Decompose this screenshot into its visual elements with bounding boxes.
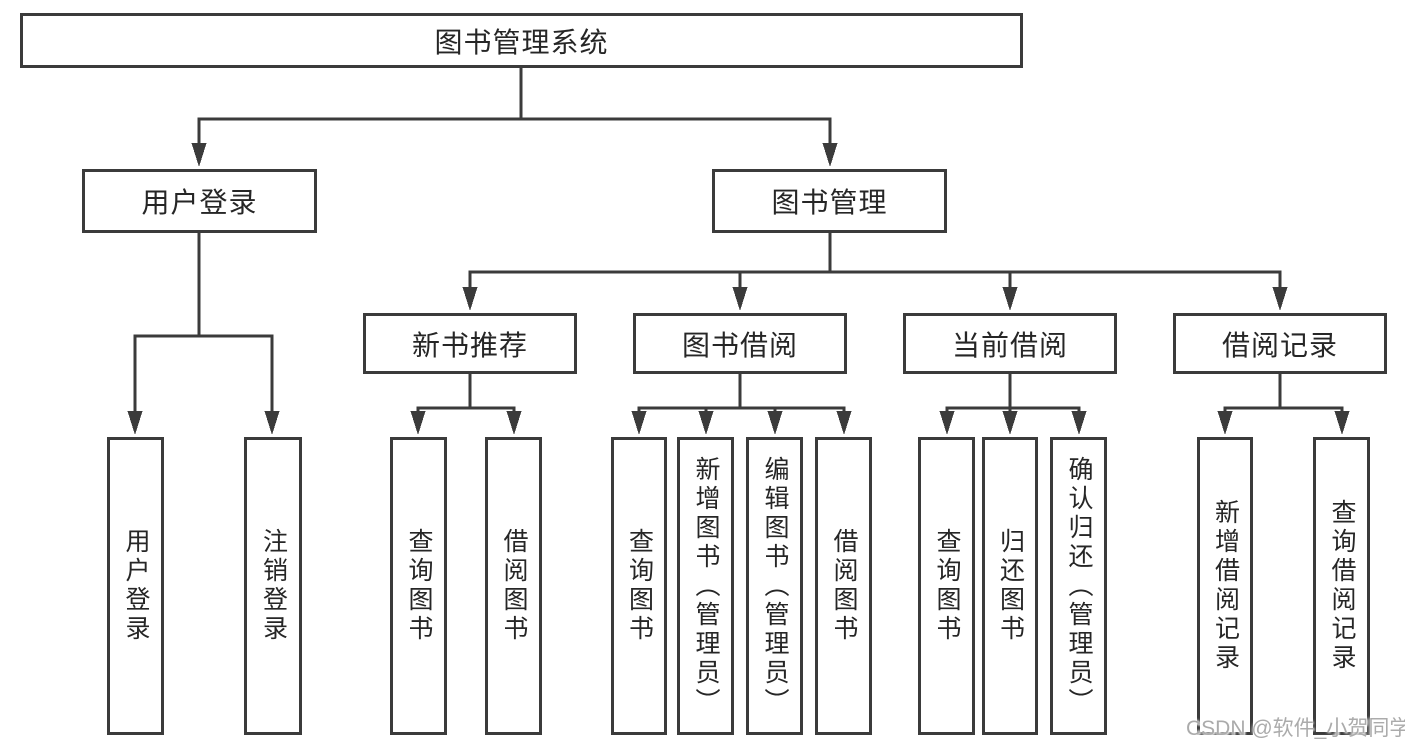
watermark: CSDN @软件_小贺同学	[1186, 717, 1405, 740]
node-label: 查询图书	[625, 528, 654, 644]
node-label: 注销登录	[259, 528, 288, 644]
connector-borrowing-records-children	[1223, 372, 1344, 416]
node-label: 新书推荐	[411, 329, 528, 361]
arrowheads	[127, 143, 1350, 435]
leaf-user-login: 用户登录	[107, 437, 164, 735]
leaf-query-books-recommend: 查询图书	[390, 437, 447, 735]
leaf-borrow-books-recommend: 借阅图书	[485, 437, 542, 735]
leaf-return-books: 归还图书	[982, 437, 1038, 735]
node-label: 图书管理	[771, 187, 888, 218]
connector-root-to-level2	[197, 66, 832, 148]
leaf-add-borrow-record: 新增借阅记录	[1197, 437, 1253, 735]
node-book-borrowing: 图书借阅	[633, 313, 847, 374]
node-label: 归还图书	[996, 528, 1025, 644]
node-new-book-recommend: 新书推荐	[363, 313, 577, 374]
node-label: 当前借阅	[951, 329, 1068, 361]
node-label: 编辑图书（管理员）	[761, 455, 789, 717]
node-label: 用户登录	[122, 528, 150, 644]
leaf-add-book-admin: 新增图书（管理员）	[677, 437, 734, 735]
leaf-confirm-return-admin: 确认归还（管理员）	[1050, 437, 1107, 735]
node-label: 查询借阅记录	[1328, 499, 1356, 673]
leaf-edit-book-admin: 编辑图书（管理员）	[746, 437, 803, 735]
node-label: 新增借阅记录	[1211, 499, 1240, 673]
node-label: 图书借阅	[681, 329, 798, 361]
leaf-query-borrow-record: 查询借阅记录	[1313, 437, 1370, 735]
leaf-logout: 注销登录	[244, 437, 302, 735]
node-label: 借阅记录	[1221, 329, 1338, 361]
node-label: 确认归还（管理员）	[1065, 455, 1093, 717]
node-library-management-system: 图书管理系统	[20, 13, 1023, 68]
node-book-management: 图书管理	[712, 169, 947, 233]
leaf-query-books-current: 查询图书	[918, 437, 975, 735]
node-label: 借阅图书	[830, 528, 858, 644]
connector-new-book-recommend-children	[416, 372, 516, 416]
node-label: 用户登录	[141, 187, 258, 218]
node-current-borrowing: 当前借阅	[903, 313, 1117, 374]
node-label: 查询图书	[405, 528, 433, 644]
leaf-query-books-borrowing: 查询图书	[611, 437, 667, 735]
node-user-login: 用户登录	[82, 169, 317, 233]
node-label: 查询图书	[933, 528, 961, 644]
connector-book-borrowing-children	[637, 372, 846, 416]
connector-book-management-children	[468, 231, 1282, 291]
node-label: 借阅图书	[500, 528, 528, 644]
connector-current-borrowing-children	[945, 372, 1081, 416]
node-borrowing-records: 借阅记录	[1173, 313, 1387, 374]
node-label: 图书管理系统	[434, 26, 609, 58]
node-label: 新增图书（管理员）	[692, 455, 720, 717]
connector-user-login-children	[133, 231, 274, 415]
leaf-borrow-books-borrowing: 借阅图书	[815, 437, 872, 735]
